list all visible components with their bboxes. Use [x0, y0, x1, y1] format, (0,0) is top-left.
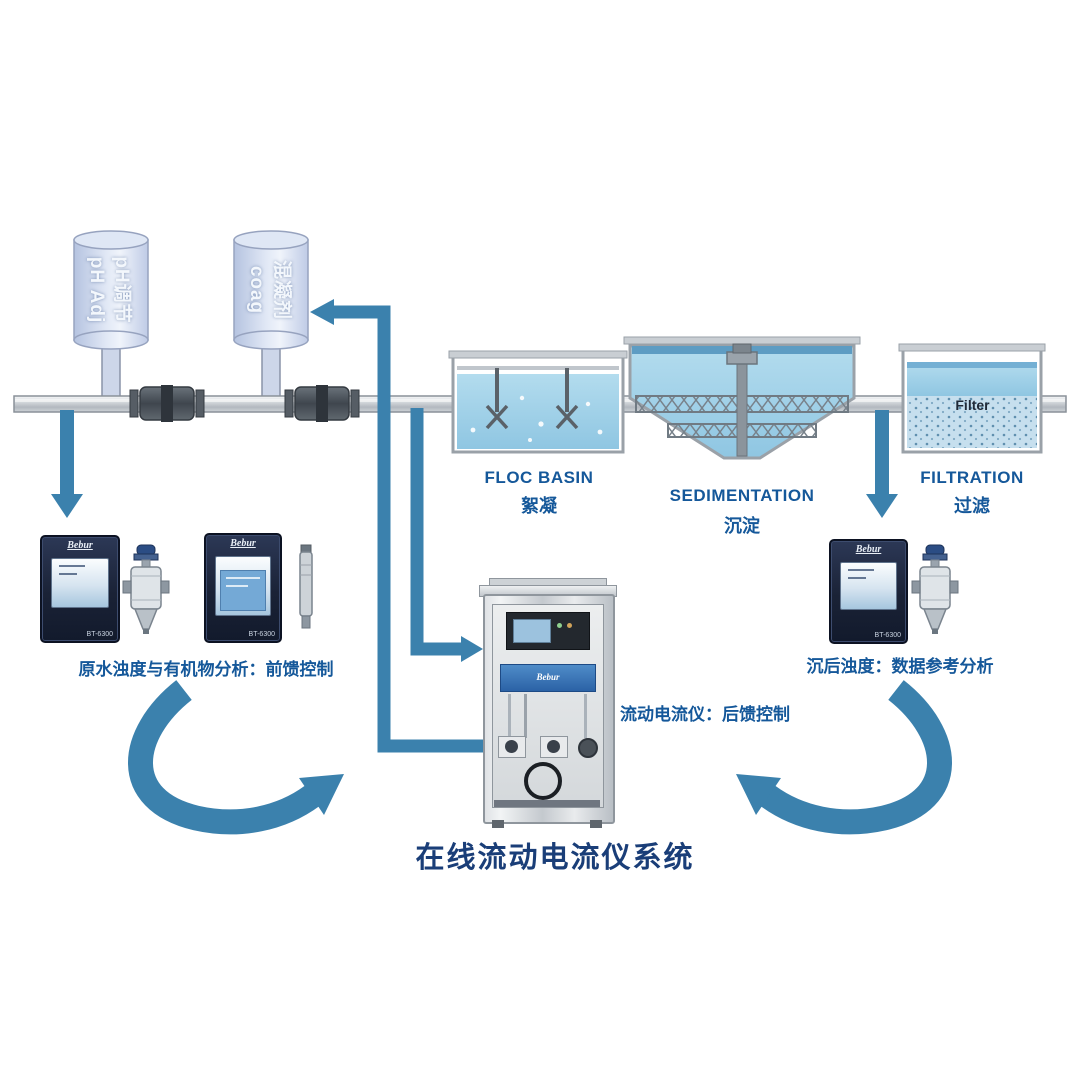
coag-tank: [233, 230, 309, 350]
coag-tank-label-en: coag: [246, 265, 267, 315]
curved-arrow-left-head: [299, 774, 344, 815]
cabinet-foot: [492, 820, 504, 828]
controller-screen: [51, 558, 109, 608]
trend-display: [220, 570, 266, 611]
sedimentation-label-zh: 沉淀: [724, 516, 760, 536]
arrow-down-right: [866, 410, 898, 518]
bebur-logo: Bebur: [67, 540, 93, 551]
cabinet-pump: [540, 736, 568, 758]
probe-sensor: [296, 543, 316, 633]
filtration-label-en: FILTRATION: [920, 468, 1024, 487]
model-label: BT-6300: [86, 631, 113, 638]
bebur-logo: Bebur: [855, 544, 882, 555]
cabinet-pump: [498, 736, 526, 758]
curved-arrow-right: [760, 680, 952, 835]
valve-knob: [578, 738, 598, 758]
flow-cell-right: [911, 543, 959, 635]
floc-basin-label-zh: 絮凝: [521, 496, 557, 516]
left-group-caption: 原水浊度与有机物分析：前馈控制: [78, 660, 334, 679]
cabinet-controller-module: Bebur: [500, 664, 596, 692]
filtration-tank: [898, 343, 1046, 454]
feedback-line-arrowhead: [310, 299, 334, 325]
model-label: BT-6300: [248, 631, 275, 638]
coag-tank-label: 混凝剂 coag: [245, 235, 297, 345]
cabinet-base-tray: [494, 800, 600, 807]
filtration-label-zh: 过滤: [954, 496, 990, 516]
ph-tank-label-zh: pH调节: [111, 256, 132, 324]
dosing-valve-1: [129, 385, 205, 422]
floc-basin: [448, 350, 628, 454]
controller-left-2: Bebur BT-6300: [204, 533, 282, 643]
cable-coil: [524, 762, 562, 800]
ph-tank: [73, 230, 149, 350]
controller-right: Bebur BT-6300: [829, 539, 908, 644]
tube: [524, 694, 527, 738]
sedimentation-tank: [623, 336, 861, 460]
controller-screen: [840, 562, 897, 610]
model-label: BT-6300: [874, 632, 901, 639]
coag-tank-label-zh: 混凝剂: [271, 259, 292, 320]
filter-media-label: Filter: [955, 397, 990, 413]
center-caption: 流动电流仪：后馈控制: [620, 705, 790, 724]
cabinet-display-screen: [513, 619, 551, 643]
pump-head: [505, 740, 518, 753]
status-led: [557, 623, 562, 628]
controller-screen: [215, 556, 271, 616]
controller-left-1: Bebur BT-6300: [40, 535, 120, 643]
curved-arrow-left: [128, 680, 320, 835]
flow-cell-left: [122, 543, 170, 635]
status-led: [567, 623, 572, 628]
arrow-down-left: [51, 410, 83, 518]
sedimentation-label-en: SEDIMENTATION: [669, 486, 815, 505]
flow-arrows: [51, 299, 952, 835]
pump-head: [547, 740, 560, 753]
tube: [584, 694, 587, 738]
page-title: 在线流动电流仪系统: [415, 842, 695, 874]
sample-line-arrowhead: [461, 636, 483, 662]
curved-arrow-right-head: [736, 774, 781, 815]
ph-tank-label-en: pH Adj: [86, 256, 107, 324]
cabinet-display: [506, 612, 590, 650]
floc-basin-label-en: FLOC BASIN: [484, 468, 594, 487]
sample-line: [410, 408, 461, 656]
tube: [508, 694, 511, 738]
ph-tank-label: pH调节 pH Adj: [85, 235, 137, 345]
feedback-line: [334, 305, 500, 753]
bebur-logo: Bebur: [230, 538, 256, 549]
bebur-logo: Bebur: [536, 672, 560, 682]
right-group-caption: 沉后浊度：数据参考分析: [806, 657, 994, 676]
dosing-valve-2: [284, 385, 360, 422]
cabinet-foot: [590, 820, 602, 828]
